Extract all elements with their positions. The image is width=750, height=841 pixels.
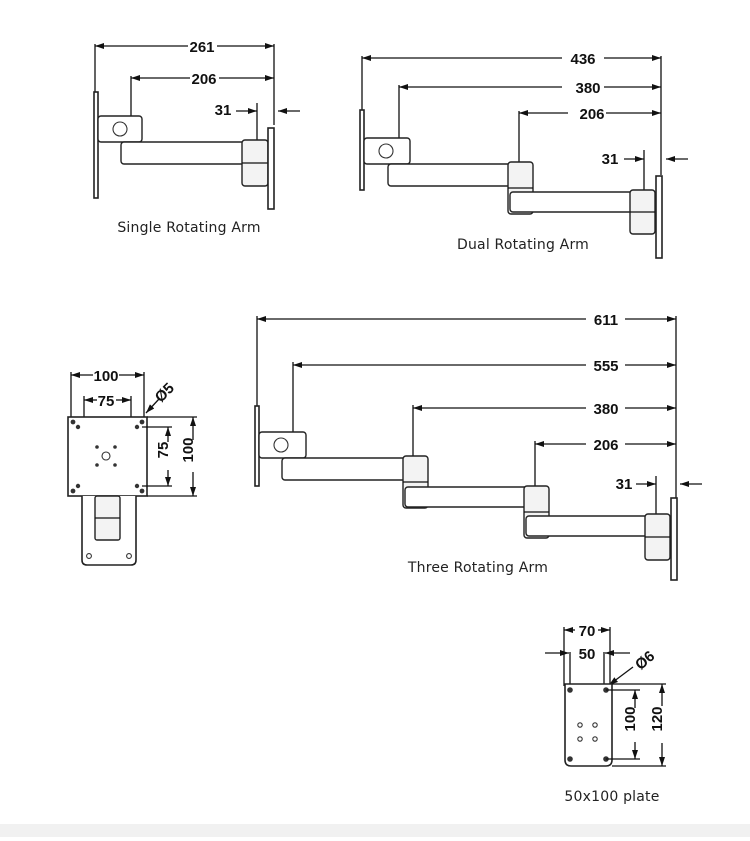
single-dim-31: 31 (215, 102, 232, 119)
small-mount-plate (564, 683, 613, 767)
small-dim-hole-dia: Ø6 (632, 648, 658, 674)
small-plate-caption: 50x100 plate (564, 789, 659, 805)
vesa-dim-75-top: 75 (98, 393, 115, 410)
single-monitor-plate (93, 91, 99, 199)
single-wall-plate (267, 127, 275, 210)
vesa-plate-diagram: 100 75 Ø5 75 100 (67, 368, 197, 566)
three-wall-plate (670, 497, 678, 581)
vesa-dim-75-side: 75 (155, 442, 172, 459)
three-dim-611: 611 (594, 312, 618, 329)
dual-wall-plate (655, 175, 663, 259)
vesa-center-hole (101, 451, 111, 461)
dual-dim-206: 206 (579, 106, 604, 123)
single-dim-206: 206 (191, 71, 216, 88)
three-dim-555: 555 (593, 358, 618, 375)
three-dim-206: 206 (593, 437, 618, 454)
single-dim-261: 261 (189, 39, 214, 56)
vesa-dim-100-side: 100 (180, 437, 197, 462)
single-arm-caption: Single Rotating Arm (117, 220, 260, 236)
single-arm-diagram: 261 206 31 Single Rotating Arm (93, 39, 300, 236)
three-dim-380: 380 (593, 401, 618, 418)
small-dim-70: 70 (579, 623, 596, 640)
small-dim-100: 100 (622, 706, 639, 731)
small-dim-120: 120 (649, 706, 666, 731)
vesa-dim-100-top: 100 (93, 368, 118, 385)
dual-arm-caption: Dual Rotating Arm (457, 237, 589, 253)
dual-arm-beam-2 (509, 191, 647, 213)
three-dim-31: 31 (616, 476, 633, 493)
three-arm-caption: Three Rotating Arm (407, 560, 548, 576)
three-arm-diagram: 611 555 380 206 31 Three (254, 312, 702, 581)
dual-dim-436: 436 (570, 51, 595, 68)
small-plate-diagram: 70 50 Ø6 100 120 50x100 plate (545, 623, 666, 805)
dual-dim-380: 380 (575, 80, 600, 97)
small-dim-50: 50 (579, 646, 596, 663)
dual-arm-diagram: 436 380 206 31 Dual Rotating Arm (359, 51, 688, 259)
dual-dim-31: 31 (602, 151, 619, 168)
footer-strip (0, 824, 750, 837)
